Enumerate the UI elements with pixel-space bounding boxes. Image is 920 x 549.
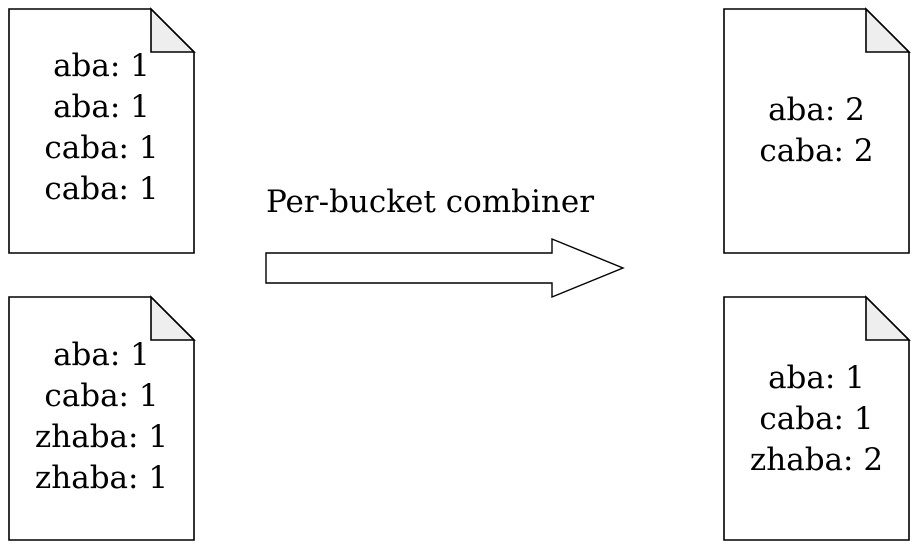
entry-line: aba: 1	[53, 89, 150, 125]
entry-line: zhaba: 1	[34, 419, 169, 455]
input-document-2-text: aba: 1 caba: 1 zhaba: 1 zhaba: 1	[9, 317, 194, 517]
entry-line: caba: 1	[44, 130, 159, 166]
page-fold-icon	[865, 295, 911, 341]
page-fold-icon	[150, 295, 196, 341]
entry-line: caba: 1	[44, 171, 159, 207]
output-document-2	[723, 295, 911, 541]
input-document-1-text: aba: 1 aba: 1 caba: 1 caba: 1	[9, 28, 194, 228]
entry-line: aba: 1	[53, 337, 150, 373]
entry-line: zhaba: 2	[749, 441, 884, 478]
entry-line: caba: 2	[759, 133, 874, 169]
output-document-1-text: aba: 2 caba: 2	[724, 31, 909, 231]
entry-line: aba: 1	[768, 359, 865, 396]
combiner-arrow-icon	[265, 237, 625, 299]
output-document-2-text: aba: 1 caba: 1 zhaba: 2	[724, 319, 909, 519]
entry-line: aba: 1	[53, 48, 150, 84]
entry-line: zhaba: 1	[34, 460, 169, 496]
output-document-1	[723, 7, 911, 254]
entry-line: caba: 1	[44, 378, 159, 414]
entry-line: aba: 2	[768, 92, 865, 128]
entry-line: caba: 1	[759, 400, 874, 437]
input-document-2	[8, 295, 196, 541]
arrow-label: Per-bucket combiner	[265, 184, 595, 220]
page-fold-icon	[150, 7, 196, 53]
input-document-1	[8, 7, 196, 254]
page-fold-icon	[865, 7, 911, 53]
